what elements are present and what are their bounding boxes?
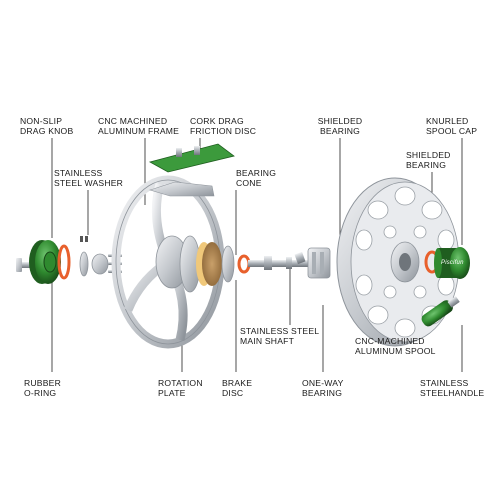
brake-disc-shape	[221, 245, 235, 283]
label-one-way-bearing: ONE-WAY BEARING	[302, 378, 344, 398]
label-line: SHIELDED	[406, 150, 451, 160]
label-rubber-o-ring: RUBBER O-RING	[24, 378, 61, 398]
label-line: STAINLESS	[54, 168, 103, 178]
label-bearing-cone: BEARING CONE	[236, 168, 276, 188]
label-stainless-steel-main-shaft: STAINLESS STEEL MAIN SHAFT	[240, 326, 319, 346]
label-stainless-steel-handle: STAINLESS STEELHANDLE	[420, 378, 484, 398]
label-line: SHIELDED	[317, 116, 363, 126]
washer-shape	[79, 251, 89, 277]
label-line: ALUMINUM FRAME	[98, 126, 180, 136]
label-line: NON-SLIP	[20, 116, 63, 126]
label-line: PLATE	[158, 388, 186, 398]
cork-disc-plate-shape	[148, 143, 235, 173]
label-line: STAINLESS	[420, 378, 469, 388]
label-line: KNURLED	[426, 116, 469, 126]
label-line: DISC	[222, 388, 244, 398]
label-line: CNC-MACHINED	[355, 336, 425, 346]
label-cnc-machined-frame: CNC MACHINED ALUMINUM FRAME	[98, 116, 179, 136]
main-shaft-shape	[248, 251, 308, 270]
label-stainless-steel-washer: STAINLESS STEEL WASHER	[54, 168, 123, 188]
cork-disc-shape	[196, 242, 222, 286]
label-cnc-machined-spool: CNC-MACHINED ALUMINUM SPOOL	[355, 336, 436, 356]
brand-mark: Piscifun	[441, 260, 464, 266]
label-cork-drag-disc: CORK DRAG FRICTION DISC	[190, 116, 256, 136]
label-line: BRAKE	[222, 378, 253, 388]
label-line: CORK DRAG	[190, 116, 244, 126]
label-line: BEARING	[302, 388, 343, 398]
label-line: RUBBER	[24, 378, 62, 388]
label-shielded-bearing-top: SHIELDED BEARING	[312, 116, 368, 136]
handle-shape	[421, 296, 460, 327]
o-ring-shape	[57, 244, 71, 280]
label-line: ONE-WAY	[302, 378, 344, 388]
label-line: BEARING	[319, 126, 361, 136]
label-line: STEEL WASHER	[54, 178, 124, 188]
frame-shape	[111, 175, 225, 349]
label-rotation-plate: ROTATION PLATE	[158, 378, 203, 398]
bearing-cone-shape	[237, 254, 251, 274]
drag-knob-shape	[29, 240, 61, 284]
label-line: CNC MACHINED	[98, 116, 168, 126]
label-line: ALUMINUM SPOOL	[355, 346, 436, 356]
label-line: BEARING	[406, 160, 447, 170]
label-line: ROTATION	[158, 378, 203, 388]
label-brake-disc: BRAKE DISC	[222, 378, 252, 398]
label-shielded-bearing-right: SHIELDED BEARING	[406, 150, 451, 170]
spool-cap-shape	[434, 247, 470, 279]
label-line: SPOOL CAP	[426, 126, 478, 136]
bolt-shape	[16, 258, 34, 272]
spool-shape	[336, 177, 460, 347]
label-line: MAIN SHAFT	[240, 336, 295, 346]
label-non-slip-drag-knob: NON-SLIP DRAG KNOB	[20, 116, 73, 136]
label-knurled-spool-cap: KNURLED SPOOL CAP	[426, 116, 477, 136]
label-line: CONE	[236, 178, 262, 188]
label-line: BEARING	[236, 168, 277, 178]
label-line: DRAG KNOB	[20, 126, 74, 136]
label-line: FRICTION DISC	[190, 126, 257, 136]
one-way-bearing-shape	[307, 247, 331, 279]
label-line: STAINLESS STEEL	[240, 326, 320, 336]
label-line: O-RING	[24, 388, 57, 398]
label-line: STEELHANDLE	[420, 388, 485, 398]
